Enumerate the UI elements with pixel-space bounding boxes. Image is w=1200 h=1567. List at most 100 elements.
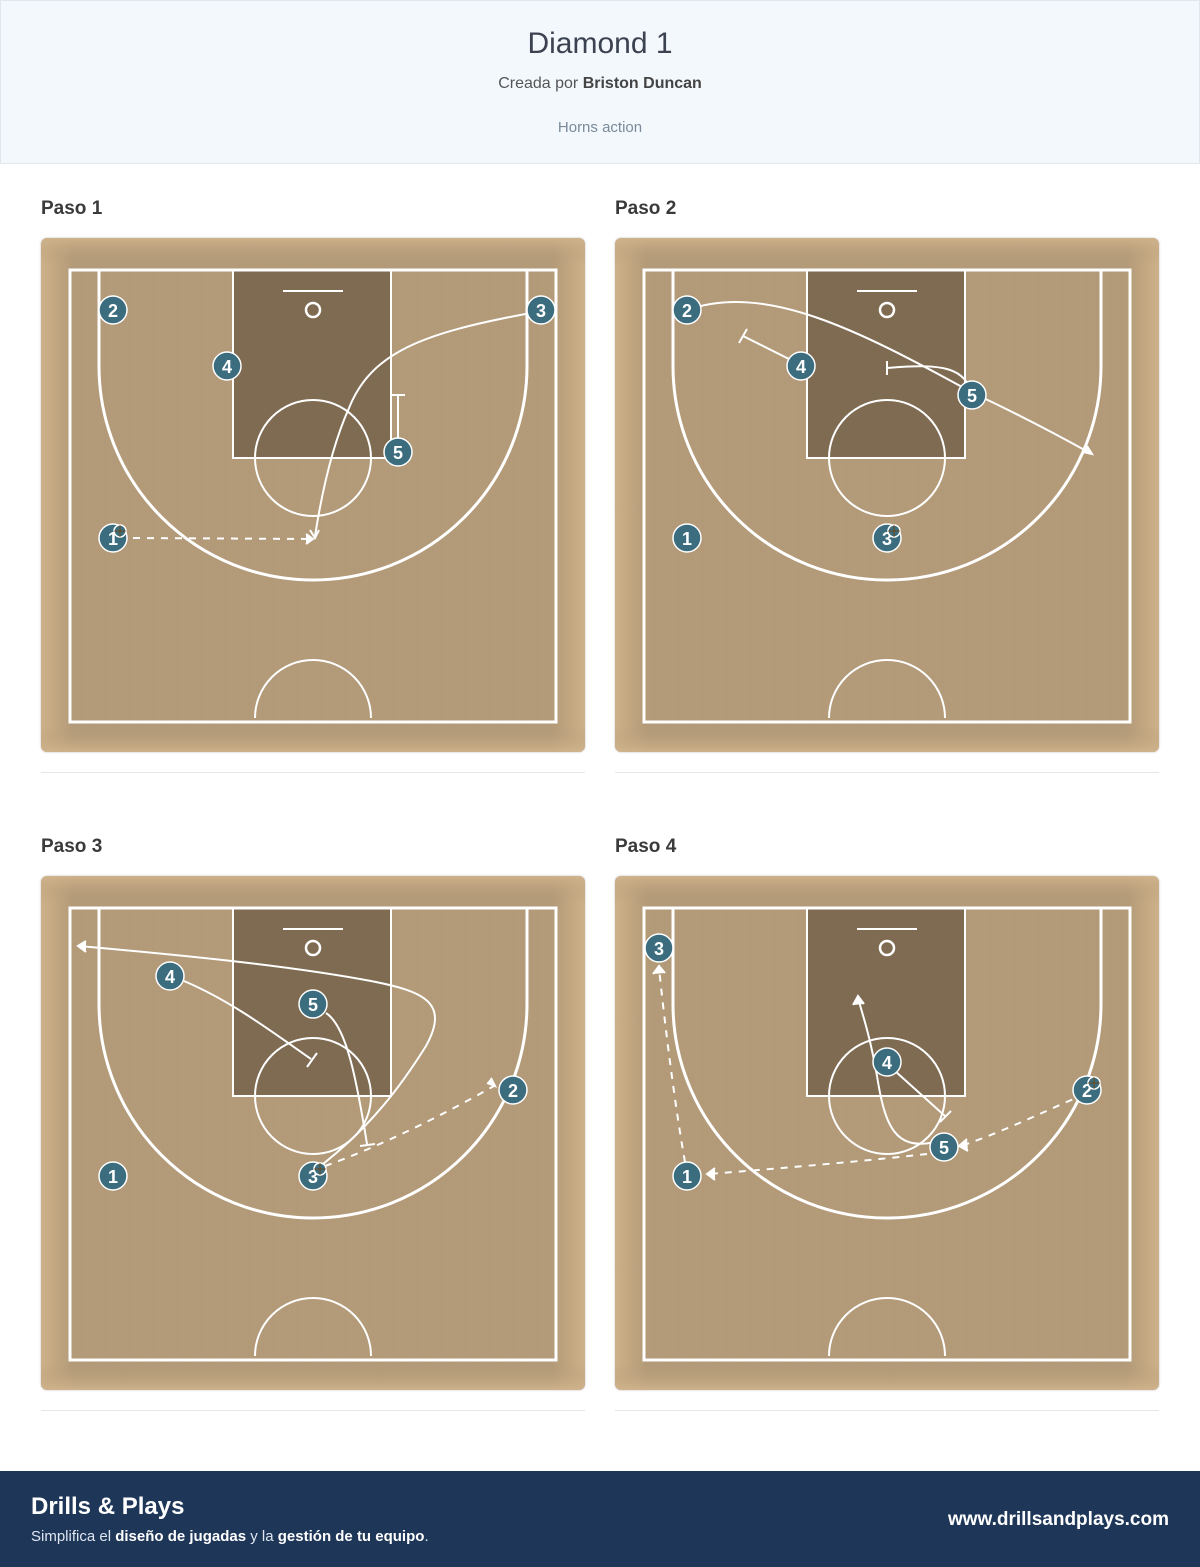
player-3[interactable]: 3 [526,295,556,325]
arrow-head [486,1077,498,1088]
rim [304,301,322,319]
play-author: Creada por Briston Duncan [1,75,1199,93]
player-number: 4 [165,967,175,987]
player-1[interactable]: 1 [672,523,702,553]
court-diagram[interactable]: 2 4 5 1 3 [615,238,1159,752]
screen-line [325,1012,368,1145]
screen-end [359,1143,376,1147]
player-3[interactable]: 3 [298,1161,328,1191]
player-5[interactable]: 5 [383,437,413,467]
free-throw-circle [254,1037,372,1155]
pass-line [708,1153,928,1175]
court-diagram[interactable]: 3 4 2 5 1 [615,876,1159,1390]
basketball-icon [113,524,127,538]
screen-line [894,1070,946,1117]
rim [878,301,896,319]
player-2[interactable]: 2 [1072,1075,1102,1105]
divider [615,1410,1159,1411]
arrow-head [309,529,320,541]
player-number: 4 [882,1053,892,1073]
arrow-head [652,964,666,975]
player-4[interactable]: 4 [212,351,242,381]
paint-lines [232,907,392,1097]
tagline-part: y la [250,1528,274,1545]
center-circle [254,659,372,719]
player-number: 2 [1082,1081,1092,1101]
author-prefix: Creada por [498,75,579,92]
screen-end [939,1110,952,1123]
player-number: 5 [939,1138,949,1158]
movement-lines [76,940,498,1167]
player-4[interactable]: 4 [155,961,185,991]
free-throw-circle [254,399,372,517]
step-3: Paso 3 4 5 2 1 3 [41,836,585,1411]
step-4: Paso 4 3 4 2 5 1 [615,836,1159,1411]
tagline-bold: diseño de jugadas [115,1528,247,1545]
player-number: 3 [536,301,546,321]
player-4[interactable]: 4 [872,1047,902,1077]
arrow-head [705,1167,716,1181]
player-number: 1 [682,1167,692,1187]
player-2[interactable]: 2 [98,295,128,325]
court-svg: 2 4 5 1 3 [615,238,1159,752]
player-3[interactable]: 3 [644,933,674,963]
play-description: Horns action [557,119,643,136]
player-3[interactable]: 3 [872,523,902,553]
author-name: Briston Duncan [582,75,702,92]
court-svg: 3 4 2 5 1 [615,876,1159,1390]
court-diagram[interactable]: 2 4 3 5 1 [41,238,585,752]
player-number: 5 [308,995,318,1015]
free-throw-circle [828,399,946,517]
arrow-head [305,533,315,545]
screen-end [738,328,748,344]
player-number: 2 [108,301,118,321]
player-number: 4 [796,357,806,377]
player-1[interactable]: 1 [98,1161,128,1191]
cut-line [658,967,686,1163]
step-title: Paso 3 [41,836,103,857]
cut-line [857,997,936,1145]
center-circle [828,1297,946,1357]
player-number: 2 [508,1081,518,1101]
three-point-line [671,270,1103,582]
arrow-head [852,994,865,1006]
player-2[interactable]: 2 [498,1075,528,1105]
step-1: Paso 1 2 4 3 5 1 [41,198,585,773]
cut-line [314,312,532,537]
player-number: 3 [308,1167,318,1187]
paint-lines [806,907,966,1097]
player-2[interactable]: 2 [672,295,702,325]
player-number: 5 [393,443,403,463]
pass-line [960,1093,1086,1147]
divider [615,772,1159,773]
center-circle [828,659,946,719]
player-5[interactable]: 5 [957,380,987,410]
basketball-icon [887,524,901,538]
movement-lines [132,312,532,545]
player-number: 1 [108,529,118,549]
player-5[interactable]: 5 [929,1132,959,1162]
cut-line [686,301,1091,454]
arrow-head [1082,445,1095,456]
divider [41,1410,585,1411]
three-point-line [97,270,529,582]
step-title: Paso 1 [41,198,103,219]
court-svg: 2 4 3 5 1 [41,238,585,752]
step-title: Paso 4 [615,836,677,857]
player-1[interactable]: 1 [672,1161,702,1191]
court-diagram[interactable]: 4 5 2 1 3 [41,876,585,1390]
player-5[interactable]: 5 [298,989,328,1019]
tagline-bold: gestión de tu equipo [277,1528,425,1545]
court-svg: 4 5 2 1 3 [41,876,585,1390]
player-1[interactable]: 1 [98,523,128,553]
basketball-icon [313,1162,327,1176]
player-4[interactable]: 4 [786,351,816,381]
divider [41,772,585,773]
play-title: Diamond 1 [527,27,673,60]
footer-url-link[interactable]: www.drillsandplays.com [947,1509,1169,1530]
player-number: 1 [682,529,692,549]
player-number: 5 [967,386,977,406]
player-number: 3 [654,939,664,959]
basketball-icon [1087,1076,1101,1090]
